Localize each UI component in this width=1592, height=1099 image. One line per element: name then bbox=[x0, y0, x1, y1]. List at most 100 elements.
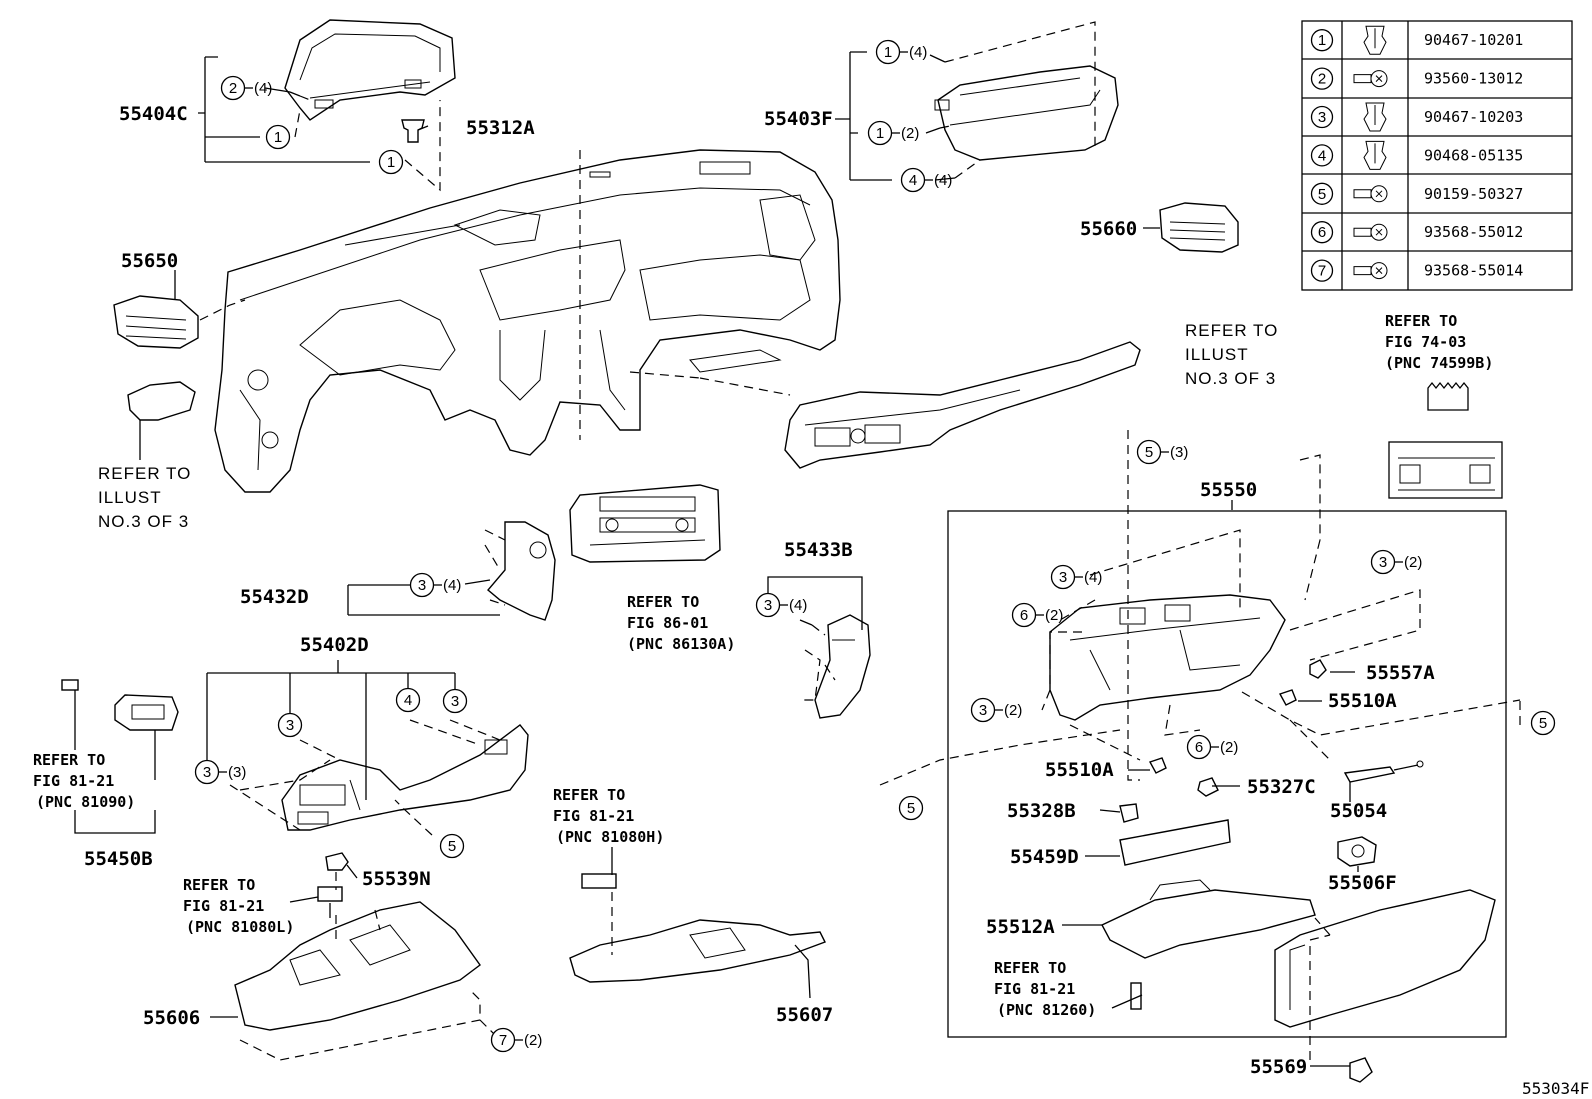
row-number: 5 bbox=[1318, 186, 1326, 203]
clip-icon bbox=[1363, 25, 1387, 55]
callout-c3a: 3(4) bbox=[1050, 564, 1102, 590]
callout-c2a: 2(4) bbox=[220, 75, 272, 101]
label-55569: 55569 bbox=[1250, 1056, 1307, 1078]
clip-55328B bbox=[1119, 803, 1139, 823]
ref-81-21d-line2: FIG 81-21 bbox=[994, 980, 1075, 998]
callout-circle bbox=[442, 688, 468, 714]
callout-quantity: (3) bbox=[228, 764, 246, 781]
reference-notes: REFER TO FIG 74-03 (PNC 74599B) REFER TO… bbox=[33, 312, 1493, 1019]
callout-quantity: (2) bbox=[1220, 739, 1238, 756]
meter-hood-55403F bbox=[934, 65, 1119, 161]
row-number: 3 bbox=[1318, 109, 1326, 126]
stopper-55510A-right bbox=[1278, 689, 1297, 706]
label-55403F: 55403F bbox=[764, 108, 833, 130]
callout-number: 3 bbox=[203, 764, 211, 781]
callout-c7a: 7(2) bbox=[490, 1027, 542, 1053]
callout-c3g: 3 bbox=[442, 688, 468, 714]
callout-c5d: 5 bbox=[439, 833, 465, 859]
under-cover-55607 bbox=[569, 919, 826, 983]
callout-circle bbox=[439, 833, 465, 859]
ref-81-21a-line3: (PNC 81090) bbox=[36, 793, 135, 811]
row-number: 2 bbox=[1318, 71, 1326, 88]
callout-number: 5 bbox=[1539, 715, 1547, 732]
tray-55512A bbox=[1101, 879, 1316, 959]
ref-81-21b-line1: REFER TO bbox=[553, 786, 625, 804]
row-number-circle bbox=[1310, 182, 1334, 205]
callout-number: 3 bbox=[1379, 554, 1387, 571]
callout-c5c: 5 bbox=[1530, 710, 1556, 736]
label-55433B: 55433B bbox=[784, 539, 853, 561]
ref-illust-left-line1: REFER TO bbox=[98, 464, 191, 483]
callout-number: 3 bbox=[979, 702, 987, 719]
bumper-55557A bbox=[1309, 659, 1327, 679]
ref-74-03-line3: (PNC 74599B) bbox=[1385, 354, 1493, 372]
callout-circle bbox=[755, 592, 781, 618]
callout-circle bbox=[875, 39, 901, 65]
label-55539N: 55539N bbox=[362, 868, 431, 890]
label-55660: 55660 bbox=[1080, 218, 1137, 240]
screw-icon bbox=[1353, 262, 1388, 280]
ref-81-21a-line2: FIG 81-21 bbox=[33, 772, 114, 790]
vent-55650 bbox=[113, 295, 199, 349]
ref-74-03-line1: REFER TO bbox=[1385, 312, 1457, 330]
label-55650: 55650 bbox=[121, 250, 178, 272]
callout-circle bbox=[194, 759, 220, 785]
clip-icon bbox=[1363, 102, 1387, 132]
callout-number: 3 bbox=[451, 693, 459, 710]
label-55450B: 55450B bbox=[84, 848, 153, 870]
label-55607: 55607 bbox=[776, 1004, 833, 1026]
callout-circle bbox=[490, 1027, 516, 1053]
callout-circle bbox=[970, 697, 996, 723]
connector-81080H bbox=[581, 873, 617, 889]
fastener-table bbox=[1301, 20, 1573, 291]
ref-81-21c-line2: FIG 81-21 bbox=[183, 897, 264, 915]
label-55606: 55606 bbox=[143, 1007, 200, 1029]
callout-circle bbox=[1186, 734, 1212, 760]
lock-55506F bbox=[1337, 836, 1377, 867]
callout-quantity: (4) bbox=[789, 597, 807, 614]
glove-box-group-frame bbox=[947, 510, 1507, 1038]
row-part-number: 90467-10201 bbox=[1424, 31, 1523, 49]
label-55506F: 55506F bbox=[1328, 872, 1397, 894]
callout-circle bbox=[867, 120, 893, 146]
callout-number: 1 bbox=[884, 44, 892, 61]
ref-fig-81-21-d: REFER TO FIG 81-21 (PNC 81260) bbox=[994, 959, 1096, 1019]
callout-number: 1 bbox=[876, 125, 884, 142]
row-part-number: 90468-05135 bbox=[1424, 146, 1523, 164]
callout-circle bbox=[277, 712, 303, 738]
stopper-55510A-left bbox=[1148, 757, 1167, 774]
meter-hood-55404C bbox=[284, 19, 456, 121]
row-number-circle bbox=[1310, 105, 1334, 129]
row-part-number: 93560-13012 bbox=[1424, 70, 1523, 88]
ref-illust-right: REFER TO ILLUST NO.3 OF 3 bbox=[1185, 321, 1277, 388]
callout-c3f: 3 bbox=[277, 712, 303, 738]
callout-number: 3 bbox=[1059, 569, 1067, 586]
callout-circle bbox=[1136, 439, 1162, 465]
row-part-number: 90159-50327 bbox=[1424, 185, 1523, 203]
leader-lines bbox=[74, 21, 1521, 1067]
label-55402D: 55402D bbox=[300, 634, 369, 656]
ref-81-21a-line1: REFER TO bbox=[33, 751, 105, 769]
callout-number: 3 bbox=[286, 717, 294, 734]
ref-illust-left-line3: NO.3 OF 3 bbox=[98, 512, 189, 531]
row-part-number: 93568-55014 bbox=[1424, 262, 1523, 280]
center-register-panel bbox=[784, 341, 1141, 469]
callout-circle bbox=[1011, 602, 1037, 628]
label-55312A: 55312A bbox=[466, 117, 535, 139]
callout-circle bbox=[220, 75, 246, 101]
under-cover-55606 bbox=[234, 901, 481, 1031]
glovebox-frame-55550 bbox=[1049, 594, 1286, 721]
side-panel-55432D bbox=[487, 521, 556, 621]
callout-circle bbox=[898, 795, 924, 821]
damper-55054 bbox=[1343, 760, 1424, 783]
row-number: 1 bbox=[1318, 32, 1326, 49]
callout-number: 5 bbox=[907, 800, 915, 817]
ref-fig-81-21-a: REFER TO FIG 81-21 (PNC 81090) bbox=[33, 751, 135, 811]
callout-quantity: (2) bbox=[524, 1032, 542, 1049]
callout-number: 2 bbox=[229, 80, 237, 97]
instrument-panel bbox=[214, 149, 841, 493]
callout-c3c: 3(2) bbox=[970, 697, 1022, 723]
ref-81-21b-line3: (PNC 81080H) bbox=[556, 828, 664, 846]
